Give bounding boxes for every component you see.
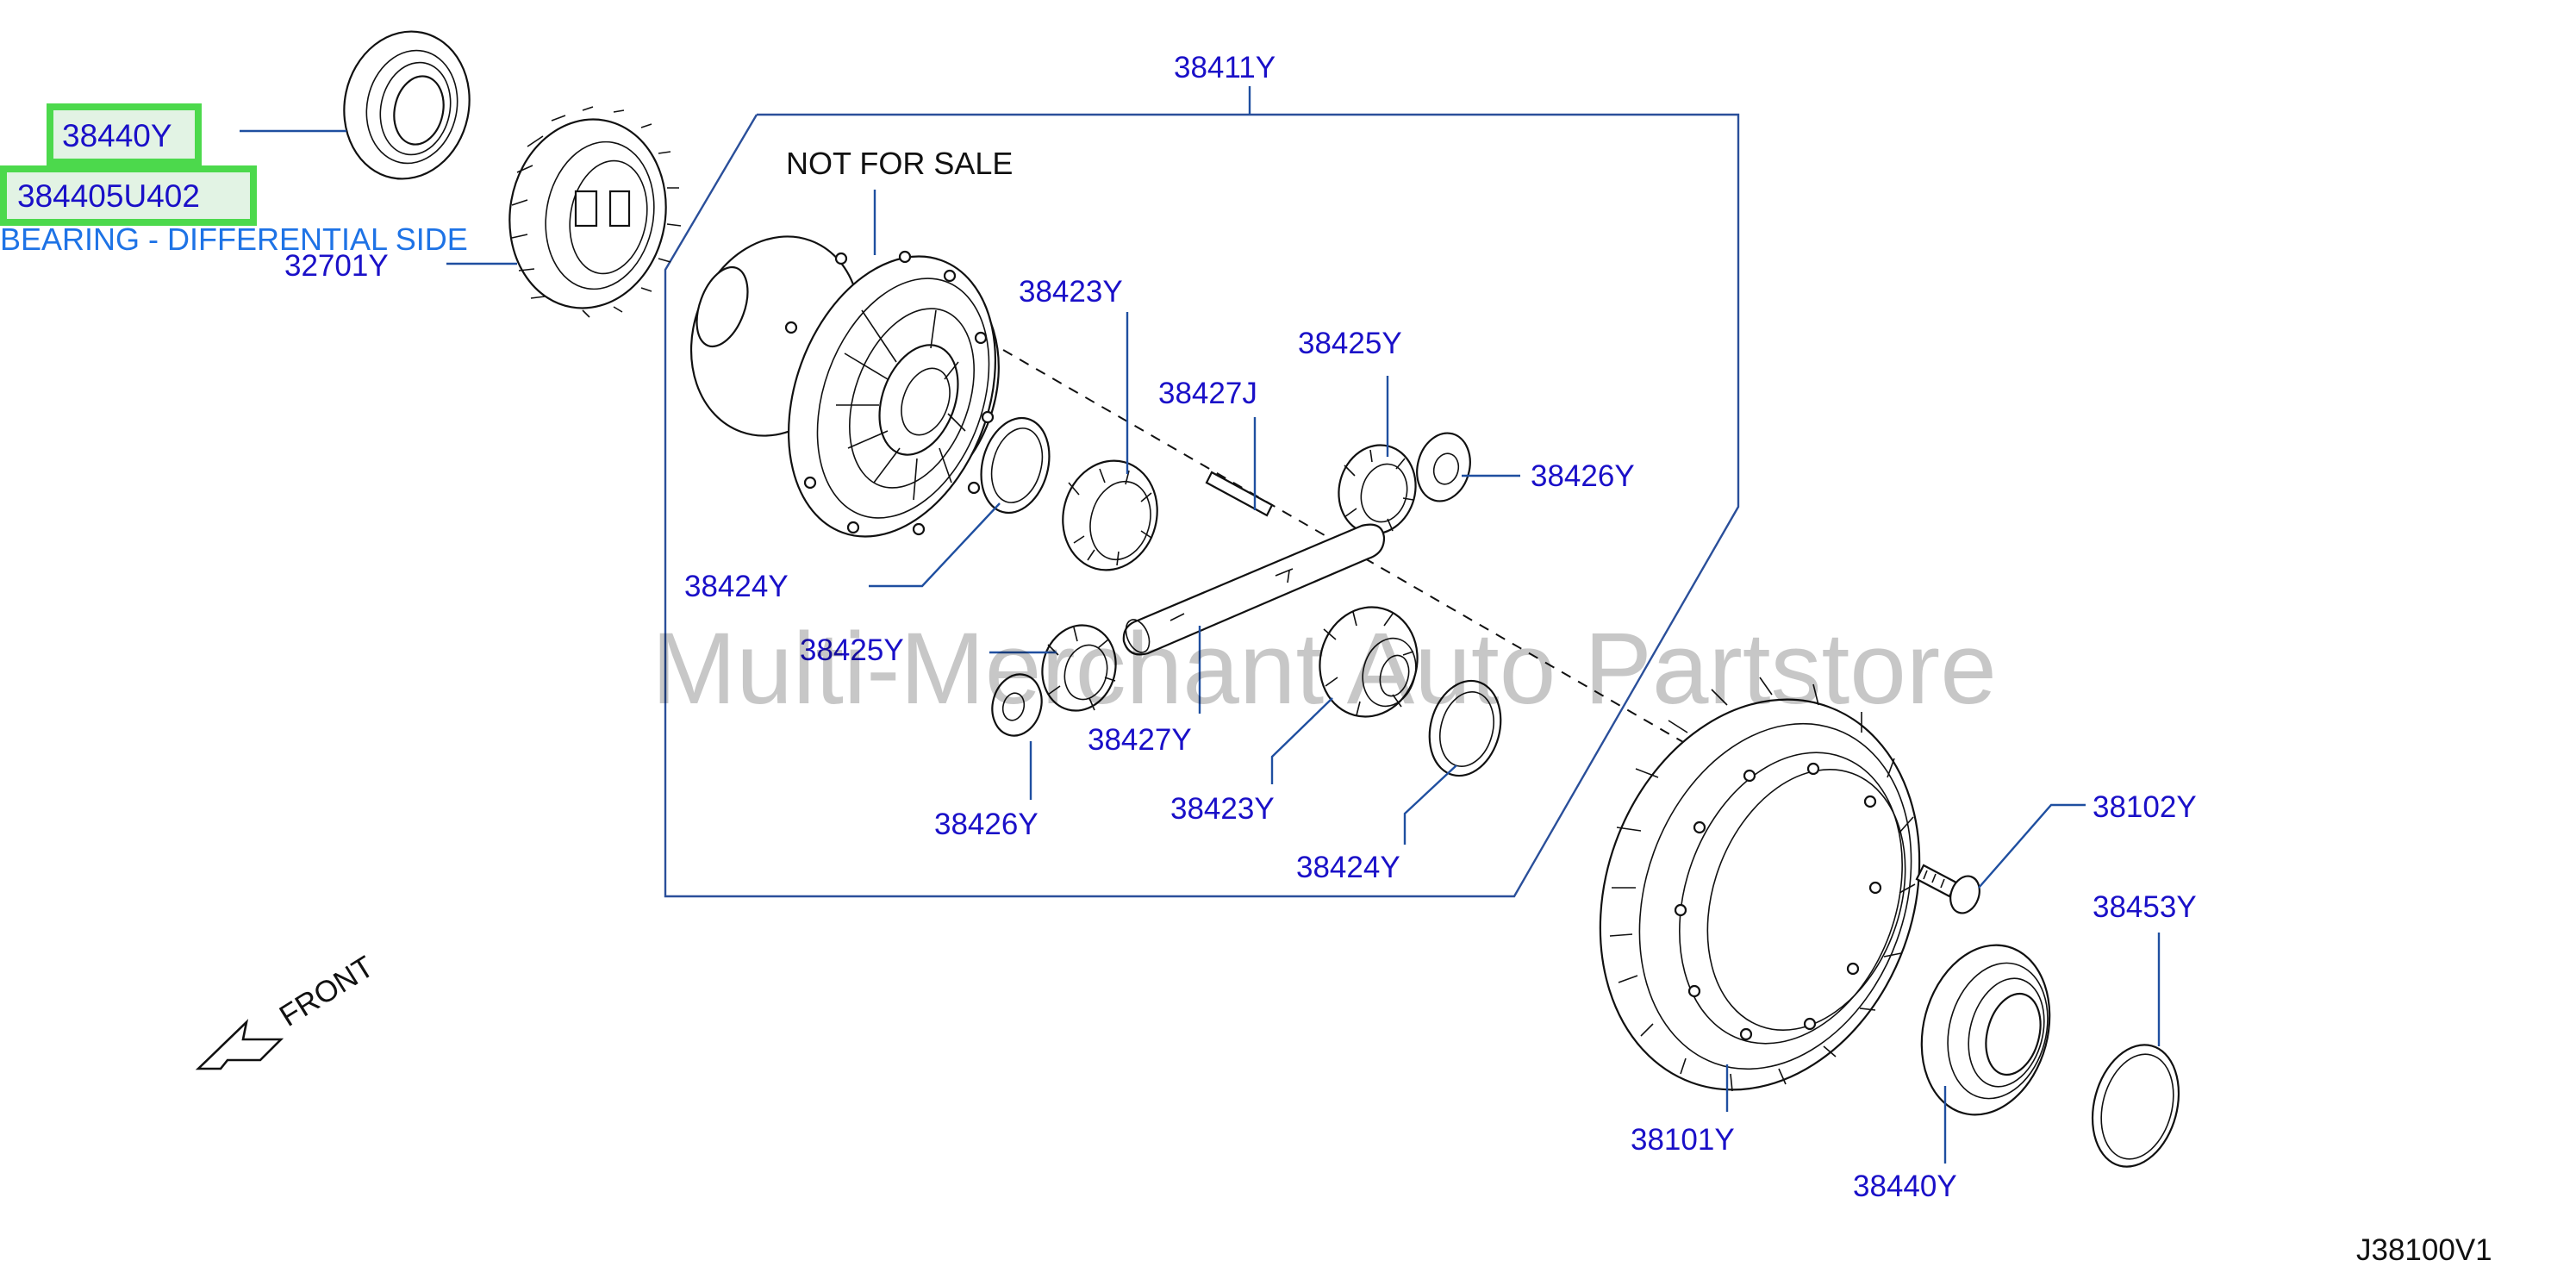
callout-38423Y-top[interactable]: 38423Y	[1019, 275, 1123, 309]
front-direction-arrow: FRONT	[195, 950, 380, 1070]
pinion-washer-upper[interactable]	[1410, 427, 1478, 508]
watermark-text: Multi-Merchant Auto Partstore	[652, 612, 1997, 726]
side-oil-seal[interactable]	[2080, 1035, 2192, 1176]
callout-38426Y-bot[interactable]: 38426Y	[934, 808, 1039, 841]
callout-38424Y-bot[interactable]: 38424Y	[1296, 851, 1400, 884]
pinion-mate-shaft[interactable]	[1121, 523, 1386, 656]
side-gear-lower[interactable]	[1307, 596, 1429, 728]
highlight-part-number[interactable]: 38440Y	[62, 118, 172, 153]
callout-32701Y[interactable]: 32701Y	[284, 249, 389, 283]
pinion-washer-lower[interactable]	[986, 669, 1049, 741]
thrust-washer-upper[interactable]	[971, 410, 1059, 521]
leader-38423-bot	[1270, 697, 1333, 784]
bearing-top[interactable]	[331, 20, 483, 190]
callout-38426Y-top[interactable]: 38426Y	[1531, 459, 1635, 493]
differential-case[interactable]	[664, 213, 1032, 566]
bearing-bottom[interactable]	[1904, 931, 2068, 1129]
side-gear-upper[interactable]	[1051, 450, 1169, 581]
assembly-box-outline	[664, 113, 1740, 898]
front-label: FRONT	[274, 950, 380, 1033]
callout-38440Y-bot[interactable]: 38440Y	[1853, 1170, 1957, 1203]
thrust-washer-lower[interactable]	[1419, 673, 1511, 784]
leader-38424-bot	[1403, 764, 1457, 845]
highlight-box-part-number	[47, 103, 202, 165]
pinion-pin[interactable]	[1205, 471, 1274, 517]
callout-38102Y[interactable]: 38102Y	[2093, 790, 2197, 824]
callout-38423Y-bot[interactable]: 38423Y	[1170, 792, 1275, 826]
callout-38424Y-top[interactable]: 38424Y	[684, 570, 789, 603]
speedo-drive-gear[interactable]	[495, 106, 682, 321]
highlight-alt-part-number[interactable]: 384405U402	[17, 178, 200, 214]
callout-38425Y-top[interactable]: 38425Y	[1298, 327, 1402, 360]
callout-38427Y[interactable]: 38427Y	[1088, 723, 1192, 757]
callout-38411Y[interactable]: 38411Y	[1174, 51, 1276, 84]
callout-38427J[interactable]: 38427J	[1158, 377, 1257, 410]
highlight-box-alt-number	[0, 165, 257, 226]
highlight-description: BEARING - DIFFERENTIAL SIDE	[0, 221, 468, 257]
callout-38453Y[interactable]: 38453Y	[2093, 890, 2197, 924]
ring-gear-bolt[interactable]	[1915, 864, 1985, 917]
callout-38425Y-bot[interactable]: 38425Y	[800, 633, 904, 667]
leader-38424-top	[869, 502, 1001, 588]
ring-gear[interactable]	[1547, 654, 1972, 1135]
figure-code: J38100V1	[2356, 1233, 2492, 1267]
pinion-mate-upper[interactable]	[1329, 436, 1425, 542]
callout-38101Y[interactable]: 38101Y	[1631, 1123, 1735, 1157]
leader-38102	[1978, 803, 2086, 889]
not-for-sale-notice: NOT FOR SALE	[786, 146, 1013, 181]
pinion-mate-lower[interactable]	[1032, 617, 1125, 719]
